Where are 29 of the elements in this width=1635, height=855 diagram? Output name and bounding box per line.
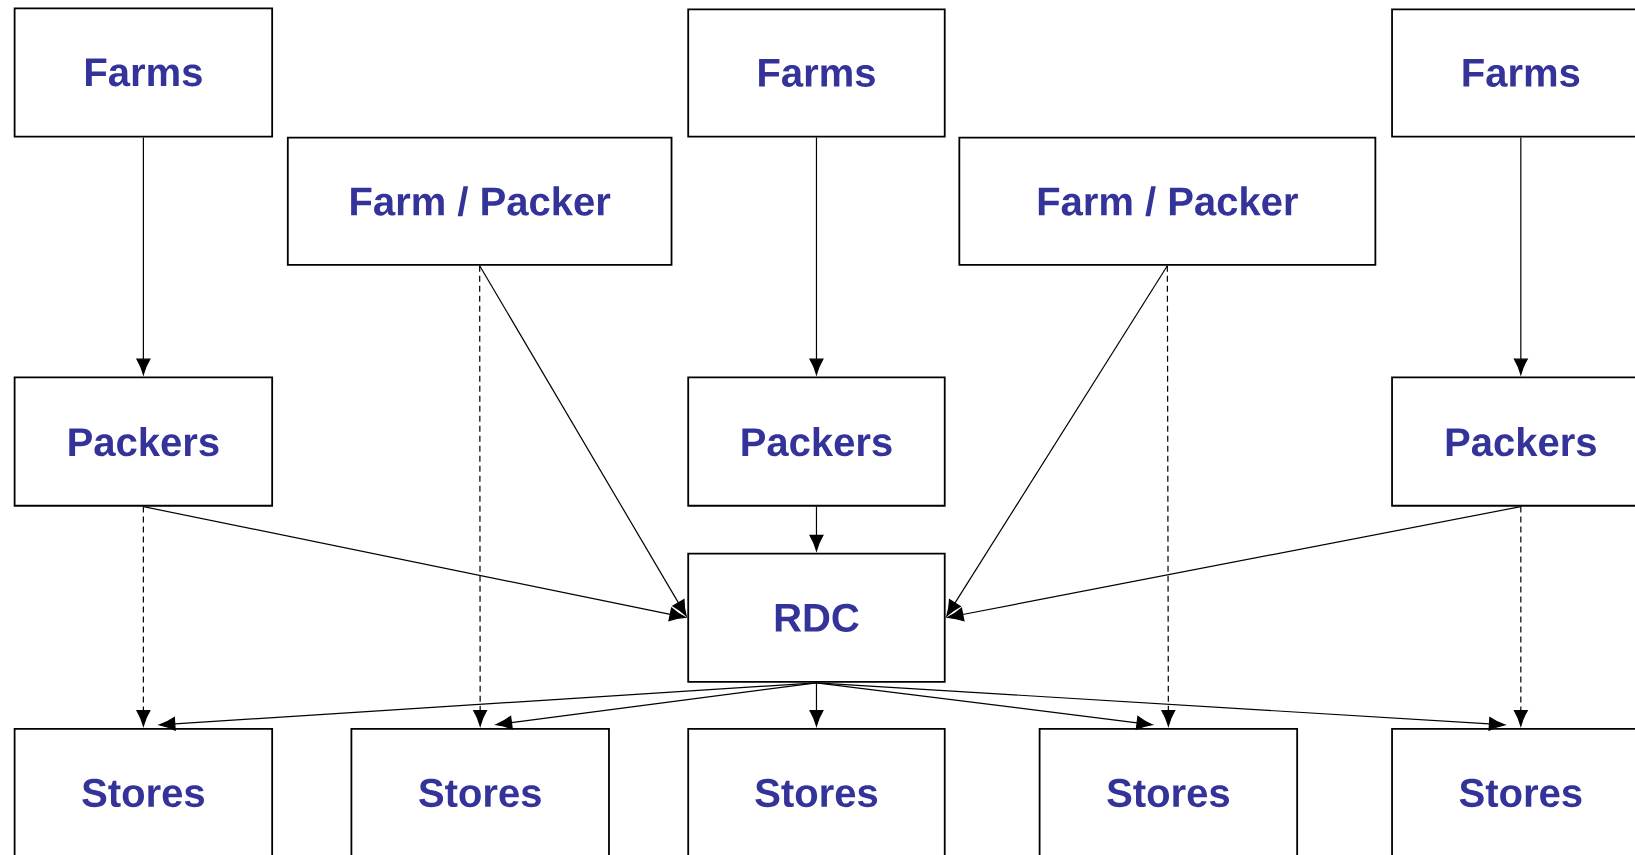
process-box: RDC xyxy=(687,552,946,683)
arrow xyxy=(142,506,686,622)
process-box: Stores xyxy=(13,727,274,855)
process-box: Stores xyxy=(350,727,610,855)
arrow xyxy=(815,682,1506,731)
process-box: Packers xyxy=(1391,376,1635,507)
arrow xyxy=(1513,136,1528,375)
arrow xyxy=(479,265,687,617)
process-box: Farm / Packer xyxy=(286,136,673,266)
process-box: Farms xyxy=(13,7,274,138)
arrow xyxy=(946,265,1168,617)
process-box: Packers xyxy=(687,376,946,507)
arrow xyxy=(136,506,151,727)
arrow xyxy=(1161,265,1176,727)
arrow xyxy=(809,136,824,375)
process-box: Packers xyxy=(13,376,274,507)
process-box: Stores xyxy=(687,727,946,855)
arrow xyxy=(473,265,488,727)
process-box: Farms xyxy=(1391,8,1635,138)
arrow xyxy=(1513,506,1528,727)
arrow xyxy=(809,682,824,727)
process-box: Farms xyxy=(687,8,946,138)
process-box: Farm / Packer xyxy=(958,136,1377,266)
process-box: Stores xyxy=(1391,727,1635,855)
process-box: Stores xyxy=(1038,727,1299,855)
arrow xyxy=(495,682,818,730)
arrow xyxy=(136,136,151,375)
arrow xyxy=(947,506,1522,622)
arrow xyxy=(809,506,824,552)
